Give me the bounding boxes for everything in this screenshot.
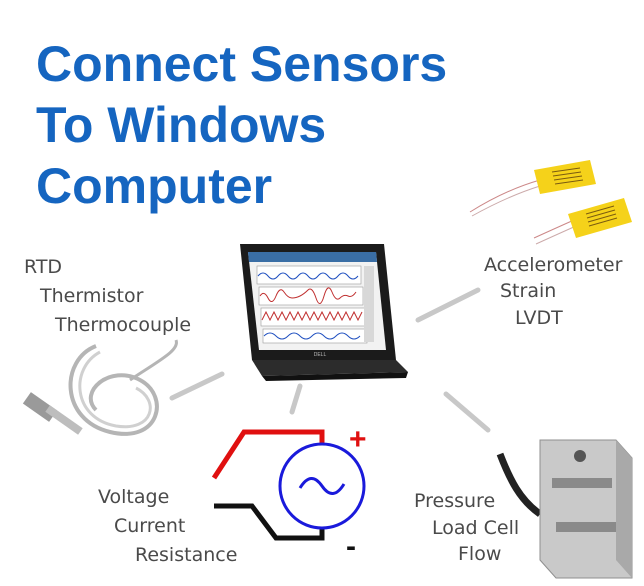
sine-wave-icon xyxy=(298,477,346,495)
waveform-2 xyxy=(259,287,357,304)
gauge-wire-1 xyxy=(469,179,541,213)
title-line-3: Computer xyxy=(36,158,273,214)
label-thermocouple: Thermocouple xyxy=(55,314,192,336)
title-line-1: Connect Sensors xyxy=(36,36,448,92)
probe-sheath xyxy=(45,405,83,435)
load-cell-slot-2 xyxy=(556,522,616,532)
strain-gauge-1-grid xyxy=(551,167,584,185)
strain-gauge-2-grid xyxy=(585,205,618,227)
plus-sign: + xyxy=(349,423,367,456)
negative-wire xyxy=(214,503,325,541)
thermocouple-image xyxy=(22,339,178,436)
probe-cable-coil xyxy=(68,344,159,436)
label-thermistor: Thermistor xyxy=(40,285,144,307)
strain-gauge-2 xyxy=(568,198,632,238)
connector-electrical xyxy=(289,383,303,415)
laptop-image: DELL xyxy=(240,244,408,381)
load-cell-hole xyxy=(574,450,586,462)
probe-cable-lead xyxy=(129,339,178,382)
title-line-2: To Windows xyxy=(36,97,327,153)
strain-gauge-image xyxy=(469,160,632,245)
probe-cable-coil-inner xyxy=(78,350,152,429)
label-resistance: Resistance xyxy=(135,544,238,566)
screen-side-panel xyxy=(364,266,374,342)
connector-temperature xyxy=(169,371,225,401)
gauge-wire-2 xyxy=(471,185,541,217)
positive-wire xyxy=(211,429,325,480)
gauge-wire-4 xyxy=(535,225,577,245)
load-cell-slot-1 xyxy=(552,478,612,488)
signal-source-symbol: + - xyxy=(211,423,367,563)
label-accelerometer: Accelerometer xyxy=(484,254,623,276)
label-lvdt: LVDT xyxy=(515,307,563,329)
waveform-4 xyxy=(263,332,361,340)
page-title: Connect Sensors To Windows Computer xyxy=(36,34,447,217)
label-flow: Flow xyxy=(458,543,502,565)
screen-chart-panel-1 xyxy=(256,265,362,285)
gauge-wire-3 xyxy=(533,219,575,239)
label-pressure: Pressure xyxy=(414,490,496,512)
load-cell-image xyxy=(496,439,633,579)
minus-sign: - xyxy=(346,530,356,563)
screen-toolbar xyxy=(248,252,377,262)
connector-motion xyxy=(415,287,481,323)
laptop-base-edge xyxy=(262,372,408,381)
label-load-cell: Load Cell xyxy=(432,517,520,539)
waveform-1 xyxy=(257,272,359,280)
screen-chart-panel-2 xyxy=(258,286,364,306)
label-voltage: Voltage xyxy=(98,486,170,508)
label-current: Current xyxy=(114,515,186,537)
laptop-base xyxy=(252,360,408,376)
load-cell-cable xyxy=(496,452,543,517)
waveform-3 xyxy=(261,310,363,322)
connector-lines xyxy=(169,287,491,433)
probe-fitting xyxy=(22,392,58,422)
label-rtd: RTD xyxy=(24,256,63,278)
laptop-brand: DELL xyxy=(314,352,327,358)
label-strain: Strain xyxy=(500,280,557,302)
connector-force xyxy=(443,391,491,433)
load-cell-side xyxy=(616,440,632,578)
screen-chart-panel-4 xyxy=(262,328,368,344)
strain-gauge-1 xyxy=(534,160,596,194)
